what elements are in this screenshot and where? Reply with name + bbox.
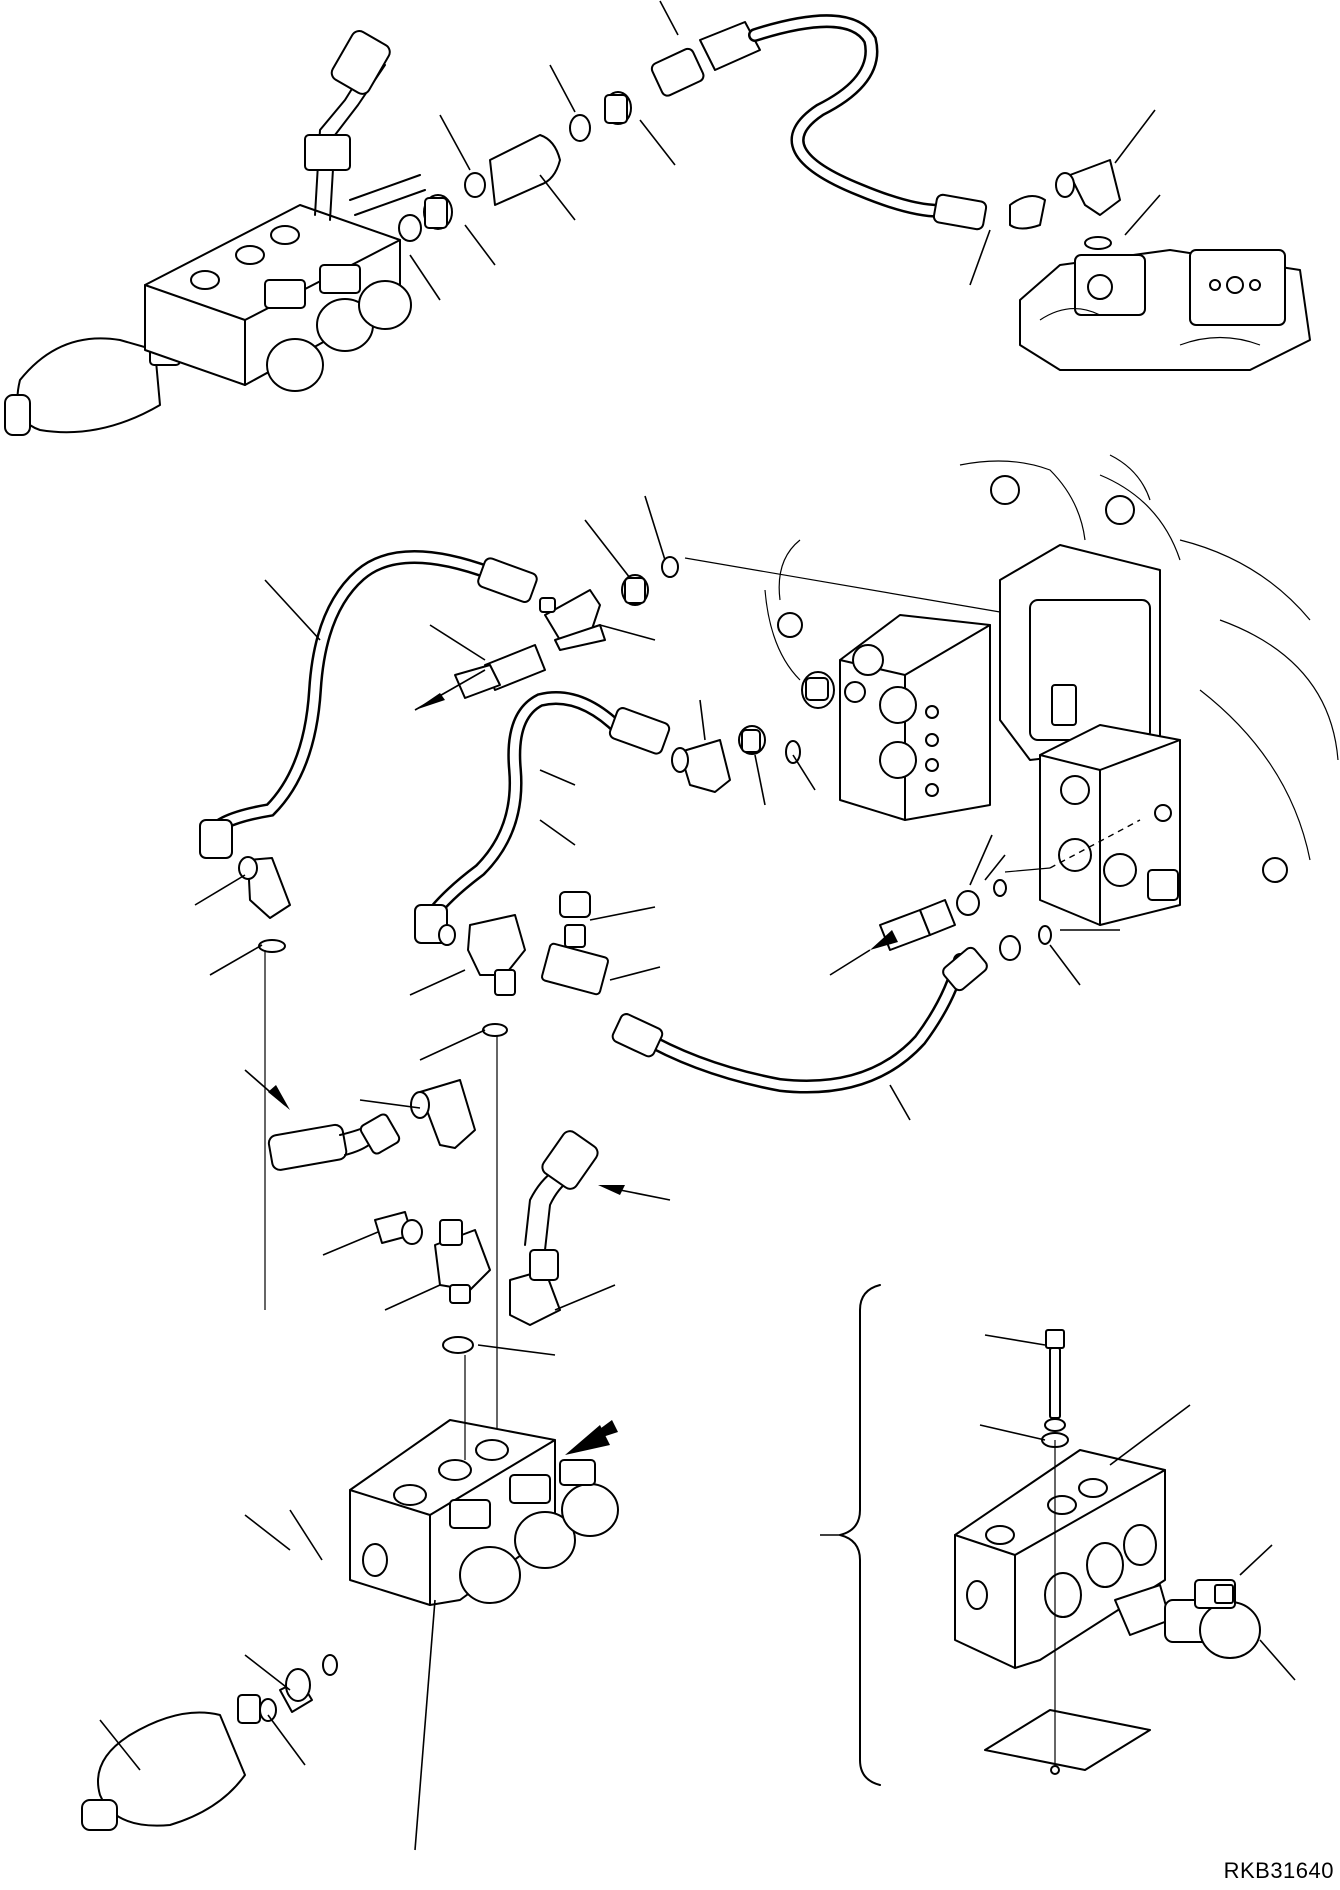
accumulator-bottom (81, 1654, 338, 1831)
pump-top-right (1019, 249, 1311, 371)
transmission-housing (764, 454, 1339, 883)
top-assembly (4, 0, 1311, 436)
control-valve-lower (1039, 724, 1181, 926)
inset-detail (820, 1284, 1296, 1786)
direction-arrow (870, 930, 898, 950)
valve-block-bottom (349, 1419, 619, 1606)
direction-arrow (578, 1420, 618, 1445)
lower-assembly (81, 1069, 671, 1851)
middle-assembly (194, 454, 1339, 1460)
control-valve-mid (839, 614, 991, 821)
direction-arrow (268, 1085, 290, 1110)
valve-block-top (144, 204, 412, 392)
drawing-code: RKB31640 (1223, 1858, 1334, 1883)
direction-arrow (598, 1185, 625, 1195)
